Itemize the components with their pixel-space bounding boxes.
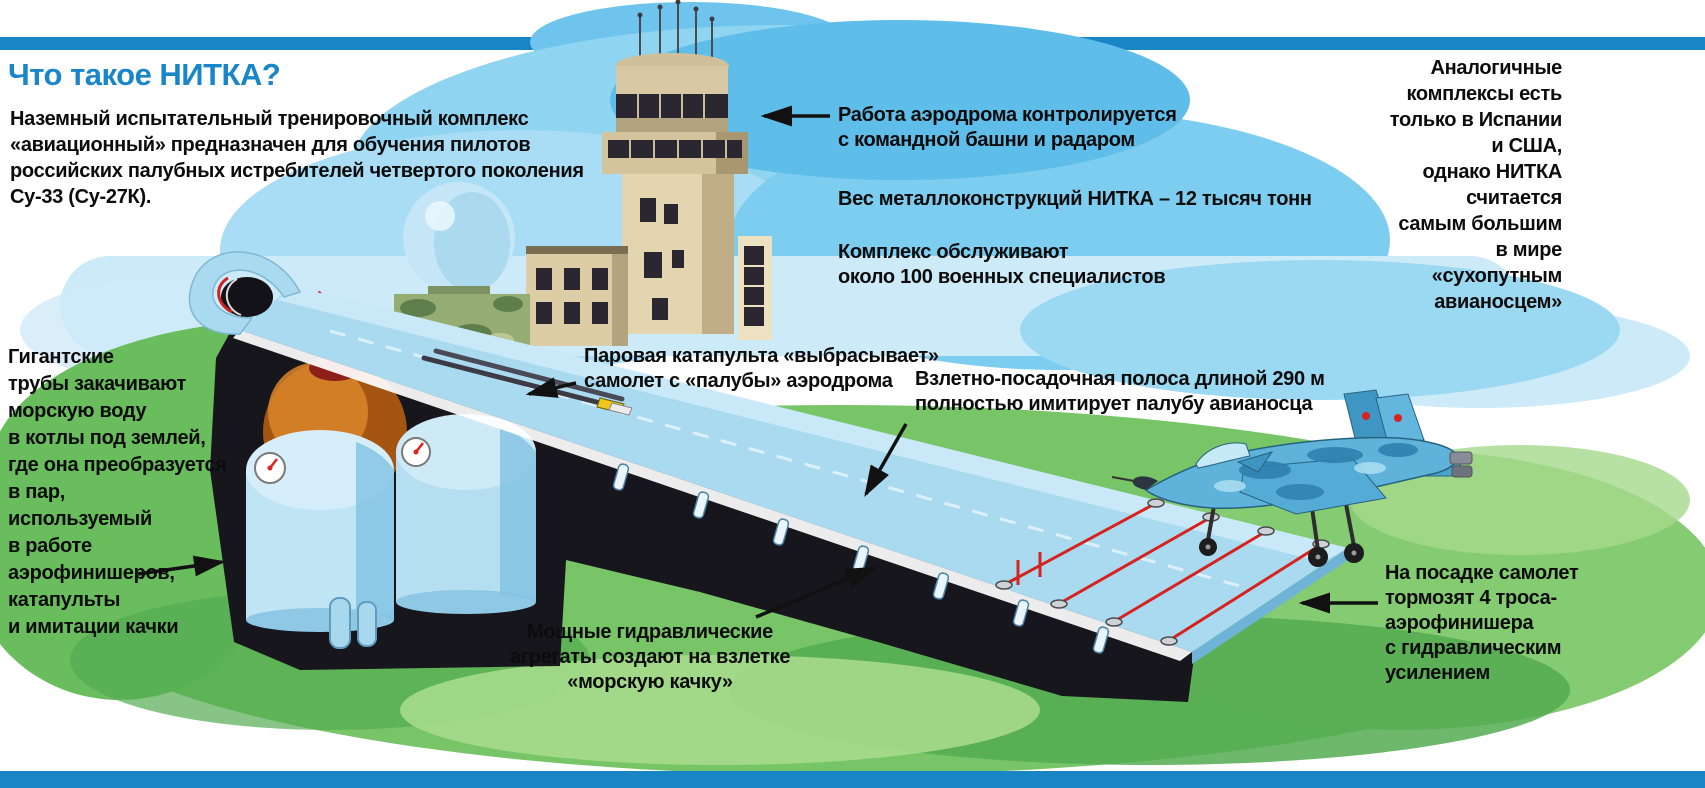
ski-jump-curl (188, 251, 302, 335)
steam-boilers (246, 290, 536, 649)
red-star-icon (1362, 412, 1370, 420)
note-staff-count: Комплекс обслуживают около 100 военных с… (838, 241, 1166, 288)
note-steam-catapult: Паровая катапульта «выбрасывает» самолет… (584, 345, 939, 392)
note-runway-length: Взлетно-посадочная полоса длиной 290 м п… (915, 368, 1325, 415)
red-star-icon (1394, 414, 1402, 422)
note-tower-control: Работа аэродрома контролируется с команд… (838, 104, 1177, 151)
hydraulic-cylinders (612, 463, 1110, 654)
note-world-comparison: Аналогичные комплексы есть только в Испа… (1389, 57, 1563, 313)
intro-paragraph: Наземный испытательный тренировочный ком… (10, 108, 584, 208)
note-sea-water-pipes: Гигантские трубы закачивают морскую воду… (8, 346, 227, 638)
antenna-array-icon (639, 2, 713, 62)
ski-jump-deck (188, 251, 1348, 664)
control-tower (526, 0, 772, 346)
su-33-fighter (1111, 389, 1473, 567)
page-title: Что такое НИТКА? (8, 57, 281, 92)
note-hydraulic-units: Мощные гидравлические агрегаты создают н… (509, 621, 791, 693)
steam-catapult (421, 348, 633, 416)
note-structure-weight: Вес металлоконструкций НИТКА – 12 тысяч … (838, 188, 1312, 210)
note-arresting-cables: На посадке самолет тормозят 4 троса- аэр… (1385, 562, 1579, 684)
nose-cone (1132, 476, 1158, 490)
bottom-divider-bar (0, 771, 1705, 788)
canopy (1195, 442, 1251, 469)
